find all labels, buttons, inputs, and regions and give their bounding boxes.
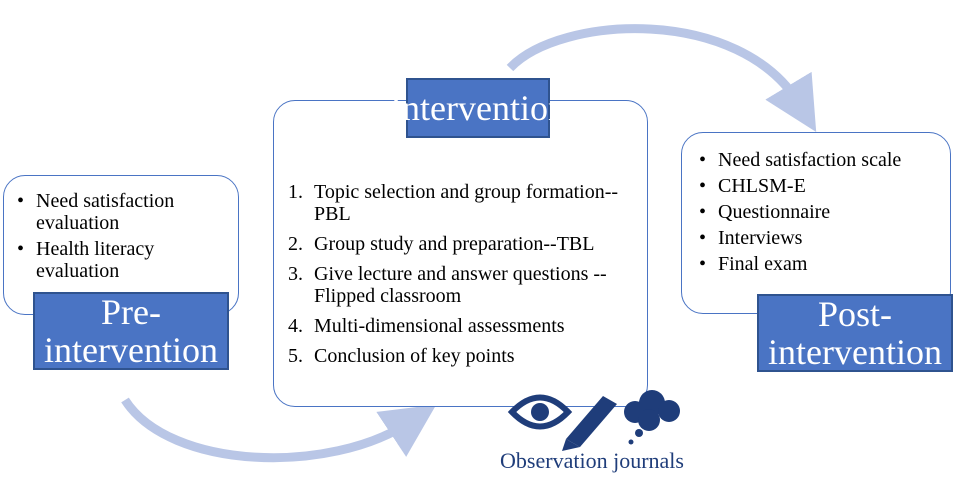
thought-cloud-icon: [624, 390, 680, 445]
intervention-steps: 1. Topic selection and group formation--…: [288, 181, 638, 375]
pre-intervention-title-line1: Pre-: [101, 292, 161, 332]
pre-intervention-title-line2: intervention: [44, 330, 218, 370]
step-number: 2.: [288, 233, 303, 255]
step-number: 1.: [288, 181, 303, 203]
step-number: 5.: [288, 345, 303, 367]
list-item: CHLSM-E: [696, 175, 941, 197]
list-item: 1. Topic selection and group formation--…: [288, 181, 638, 225]
eye-icon: [507, 394, 573, 430]
intervention-title-text: Intervention: [390, 88, 566, 128]
step-text: Topic selection and group formation--PBL: [314, 181, 619, 225]
pre-intervention-title: Pre- intervention: [33, 292, 229, 370]
post-intervention-title-line1: Post-: [817, 294, 893, 334]
step-text: Group study and preparation--TBL: [314, 233, 595, 255]
pre-intervention-list: Need satisfaction evaluation Health lite…: [14, 190, 229, 286]
intervention-panel: [273, 100, 648, 407]
pencil-icon: [562, 396, 617, 451]
arrow-pre-to-intervention: [121, 397, 437, 463]
list-item: 5. Conclusion of key points: [288, 345, 638, 367]
post-intervention-list: Need satisfaction scale CHLSM-E Question…: [696, 149, 941, 279]
list-item: Health literacy evaluation: [14, 238, 229, 282]
list-item: Need satisfaction scale: [696, 149, 941, 171]
post-intervention-title: Post- intervention: [757, 294, 953, 372]
list-item: Questionnaire: [696, 201, 941, 223]
list-item: 3. Give lecture and answer questions --F…: [288, 263, 638, 307]
list-item: 2. Group study and preparation--TBL: [288, 233, 638, 255]
step-number: 3.: [288, 263, 303, 285]
intervention-title: Intervention: [390, 78, 566, 138]
step-text: Give lecture and answer questions --Flip…: [314, 263, 607, 307]
step-number: 4.: [288, 315, 303, 337]
step-text: Multi-dimensional assessments: [314, 315, 565, 337]
list-item: Final exam: [696, 253, 941, 275]
list-item: Interviews: [696, 227, 941, 249]
observation-journals-label: Observation journals: [500, 448, 684, 473]
list-item: 4. Multi-dimensional assessments: [288, 315, 638, 337]
step-text: Conclusion of key points: [314, 345, 515, 367]
list-item: Need satisfaction evaluation: [14, 190, 229, 234]
arrow-intervention-to-post: [506, 24, 817, 132]
post-intervention-title-line2: intervention: [768, 332, 942, 372]
